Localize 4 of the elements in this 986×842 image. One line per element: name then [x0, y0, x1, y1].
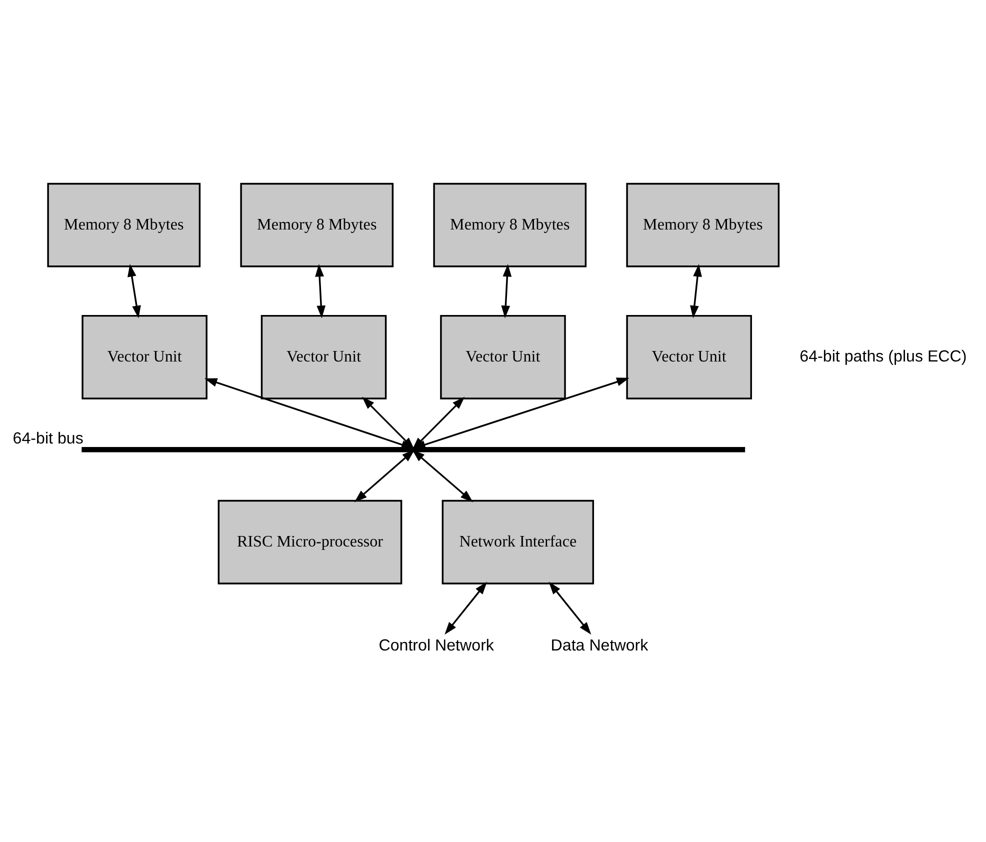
node-label: 64-bit bus: [12, 429, 83, 448]
node-text: Data Network: [550, 636, 648, 654]
node-text: Control Network: [378, 636, 494, 654]
label: 64-bit paths (plus ECC): [799, 346, 966, 365]
